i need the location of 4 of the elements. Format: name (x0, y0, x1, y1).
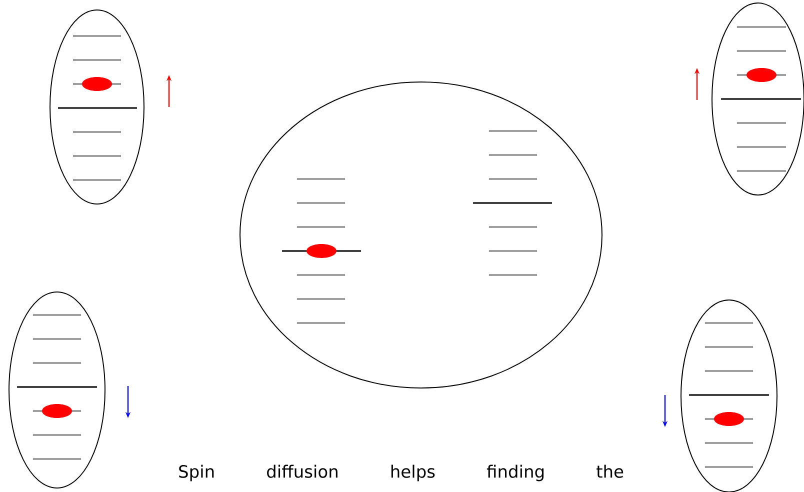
caption-text: Spin diffusion helps finding the (179, 464, 624, 482)
energy-level-ellipse (8, 292, 106, 488)
energy-level-ellipse (50, 10, 144, 204)
energy-level-ellipse (240, 82, 602, 388)
